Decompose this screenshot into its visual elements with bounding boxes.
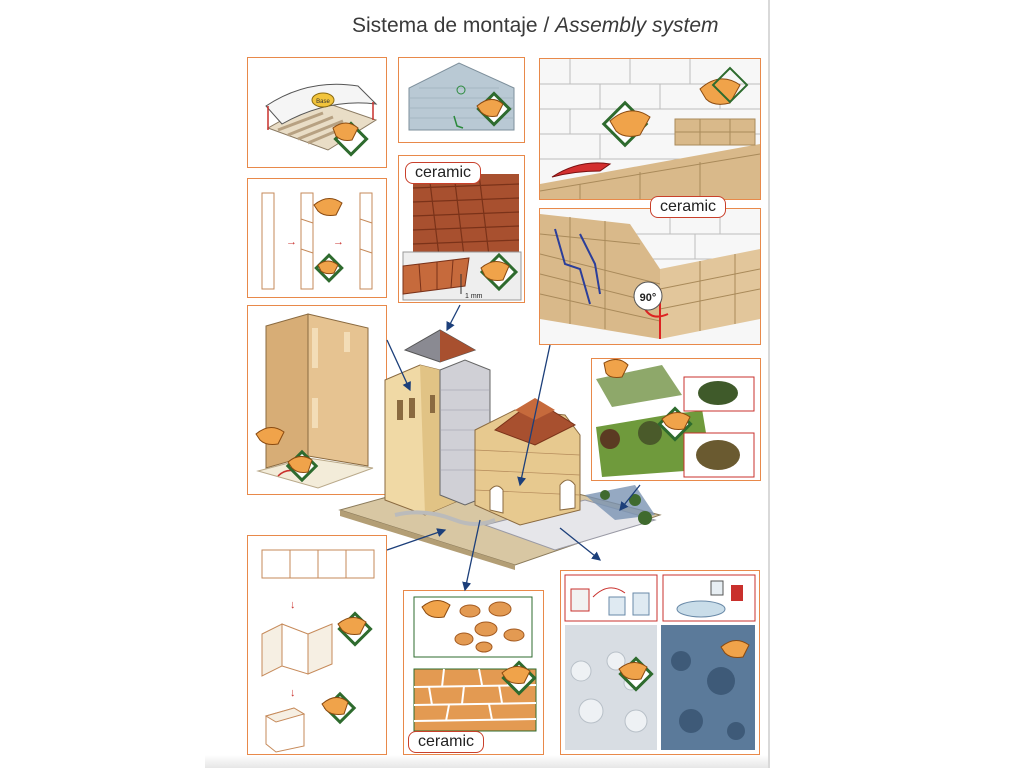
arrow-right-icon: → — [286, 236, 297, 248]
tower-walls-illustration — [255, 313, 374, 489]
panel-stone-pieces — [403, 590, 544, 755]
arrow-down-icon: ↓ — [290, 599, 296, 611]
angle-badge — [633, 281, 663, 311]
hand-with-glue-icon — [476, 91, 512, 127]
arrow-right-icon: → — [333, 236, 344, 248]
panel-tower-walls — [247, 305, 387, 495]
ceramic-label-walls: ceramic — [650, 196, 727, 218]
angle-label: 90° — [640, 292, 657, 304]
gable-wall-illustration — [408, 62, 515, 131]
stone-pieces-illustration — [413, 596, 537, 732]
panel-folding-boxes: ↓ ↓ — [247, 535, 387, 755]
hand-with-glue-icon — [321, 611, 373, 725]
hand-with-glue-icon — [332, 121, 369, 157]
terrain-water-illustration — [564, 574, 756, 750]
panel-corner-construction: 90° — [539, 208, 761, 345]
base-gluing-illustration: Base — [265, 83, 378, 157]
panel-vegetation — [591, 358, 761, 481]
column-strips-illustration: → → — [261, 192, 373, 290]
folding-boxes-illustration: ↓ ↓ — [261, 549, 375, 753]
hand-with-glue-icon — [601, 66, 749, 148]
ceramic-label-stones: ceramic — [408, 731, 485, 753]
page-edge-shadow — [205, 755, 768, 768]
panel-terrain-water — [560, 570, 760, 755]
hand-with-glue-icon — [313, 198, 344, 283]
hand-with-glue-icon — [421, 600, 537, 696]
hand-with-glue-icon — [479, 252, 519, 292]
arrow-down-icon: ↓ — [290, 687, 296, 699]
corner-construction-illustration: 90° — [540, 209, 760, 344]
title-english: Assembly system — [555, 14, 719, 37]
hand-with-glue-icon — [618, 640, 750, 692]
panel-gable-wall — [398, 57, 525, 143]
panel-column-strips: → → — [247, 178, 387, 298]
page-title: Sistema de montaje / Assembly system — [352, 14, 719, 38]
vegetation-illustration — [596, 359, 755, 478]
title-spanish: Sistema de montaje — [352, 14, 538, 37]
hand-with-glue-icon — [255, 427, 319, 483]
gauge-label: 1 mm — [465, 293, 483, 300]
panel-brick-laying — [539, 58, 761, 200]
ceramic-label-roof: ceramic — [405, 162, 482, 184]
spatula-icon — [551, 162, 612, 178]
title-separator: / — [537, 14, 556, 37]
ceramic-roof-illustration: 1 mm — [402, 173, 522, 301]
panel-base-gluing: Base — [247, 57, 387, 168]
base-stamp: Base — [316, 99, 330, 105]
hand-with-glue-icon — [603, 359, 693, 442]
brick-laying-illustration — [540, 59, 760, 199]
